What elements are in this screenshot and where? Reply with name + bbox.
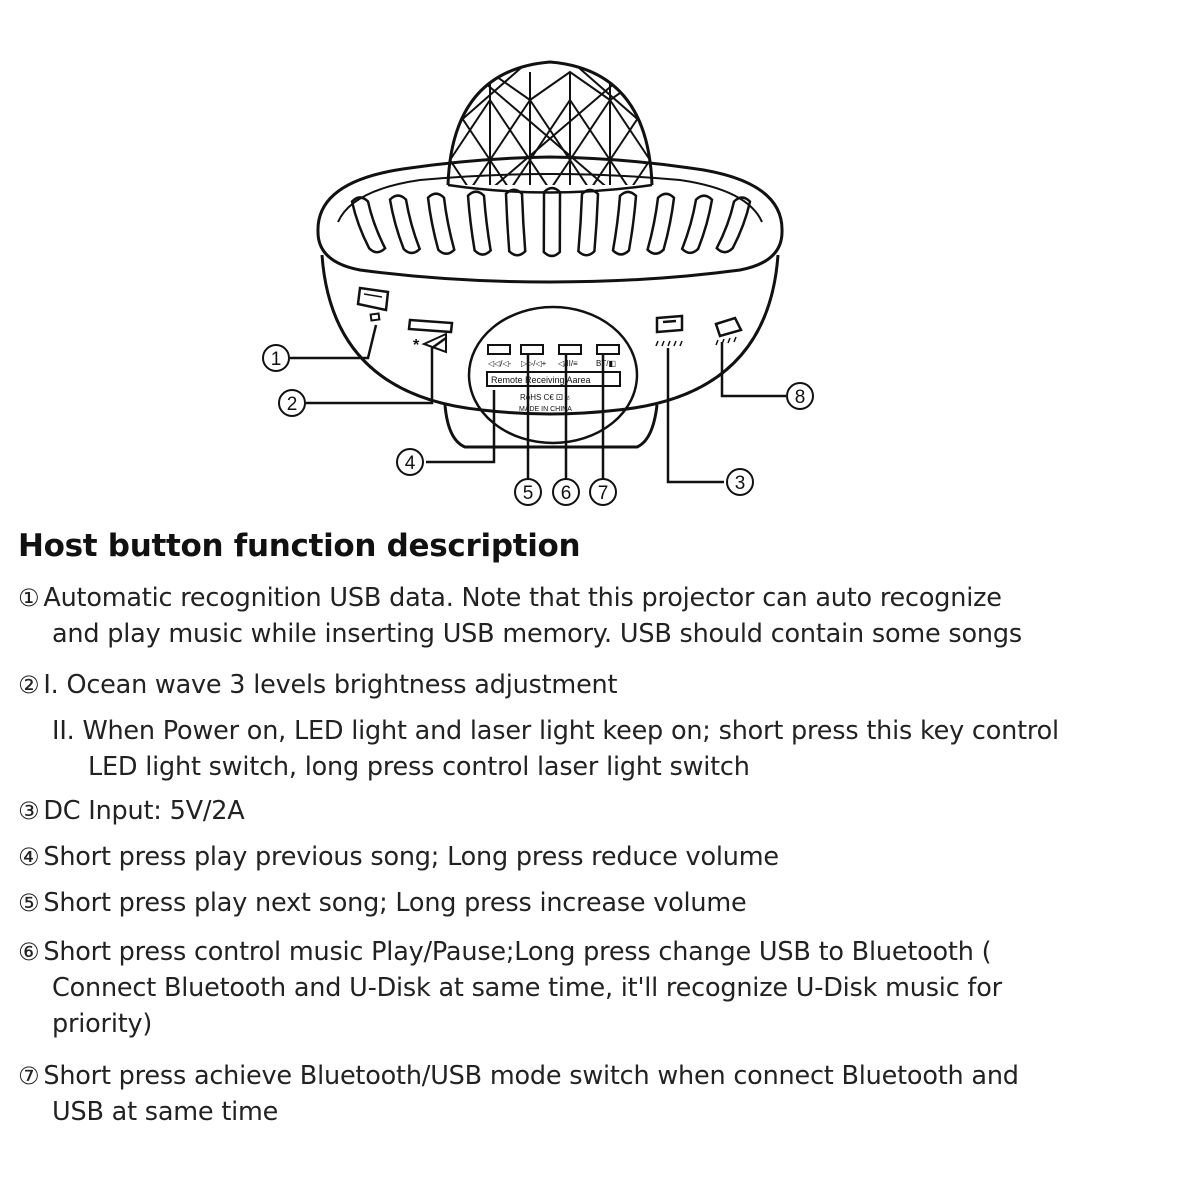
item-text: LED light switch, long press control las… bbox=[88, 752, 750, 782]
vent-slot bbox=[350, 196, 387, 254]
upper-ring bbox=[316, 155, 784, 284]
brightness-button-2 bbox=[407, 318, 454, 334]
vent-slot bbox=[577, 188, 600, 257]
vent-slot bbox=[680, 194, 714, 255]
vent-slot bbox=[646, 192, 676, 255]
item-number: ⑦ bbox=[18, 1062, 40, 1090]
item-number: ② bbox=[18, 671, 40, 699]
section-heading: Host button function description bbox=[18, 528, 581, 564]
item-6-line-3: priority) bbox=[52, 1009, 152, 1039]
lower-bowl bbox=[320, 254, 780, 416]
control-panel bbox=[467, 305, 639, 445]
vent-slot bbox=[611, 190, 638, 256]
callout-1: 1 bbox=[262, 344, 290, 372]
item-text: DC Input: 5V/2A bbox=[43, 796, 245, 826]
callout-8: 8 bbox=[786, 382, 814, 410]
callout-number: 2 bbox=[287, 394, 298, 415]
receiver-window bbox=[486, 371, 621, 387]
btn-label-mode: BT/◧ bbox=[596, 359, 616, 368]
btn-label-next: ▷▷/◁+ bbox=[521, 359, 547, 368]
item-text: priority) bbox=[52, 1009, 153, 1039]
vent-slot bbox=[426, 192, 456, 255]
item-text: Short press play previous song; Long pre… bbox=[43, 842, 779, 872]
mode-button-7 bbox=[596, 344, 620, 355]
prev-button-4 bbox=[487, 344, 511, 355]
origin-label: MADE IN CHINA bbox=[519, 406, 572, 413]
vent-slot bbox=[388, 194, 422, 255]
cert-marks: RoHS C€ ⚀ ♁ bbox=[520, 393, 571, 402]
callout-number: 1 bbox=[271, 349, 282, 370]
item-text: Short press achieve Bluetooth/USB mode s… bbox=[43, 1061, 1019, 1091]
projector-diagram: * ◁◁/◁- ▷▷/◁+ ◁/II/≡ BT/◧ Remote Receivi… bbox=[262, 60, 814, 506]
item-text: Short press control music Play/Pause;Lon… bbox=[43, 937, 992, 967]
callout-4: 4 bbox=[396, 448, 424, 476]
vent-slot bbox=[542, 186, 562, 258]
item-number: ⑤ bbox=[18, 889, 40, 917]
btn-label-prev: ◁◁/◁- bbox=[488, 359, 512, 368]
item-text: II. When Power on, LED light and laser l… bbox=[52, 716, 1059, 746]
item-6-line-2: Connect Bluetooth and U-Disk at same tim… bbox=[52, 973, 1002, 1003]
dc-input-3 bbox=[655, 314, 684, 334]
item-1-line-2: and play music while inserting USB memor… bbox=[52, 619, 1022, 649]
item-7-line-2: USB at same time bbox=[52, 1097, 278, 1127]
base-pedestal bbox=[443, 404, 659, 449]
item-number: ④ bbox=[18, 843, 40, 871]
callout-7: 7 bbox=[589, 478, 617, 506]
usb-port-1 bbox=[356, 286, 390, 312]
callout-2: 2 bbox=[278, 389, 306, 417]
callout-number: 3 bbox=[735, 473, 746, 494]
callout-number: 4 bbox=[405, 453, 416, 474]
callout-3: 3 bbox=[726, 468, 754, 496]
item-text: USB at same time bbox=[52, 1097, 279, 1127]
vent-slot bbox=[466, 190, 493, 256]
brightness-star-icon: * bbox=[413, 337, 420, 354]
receiver-label: Remote Receiving Aarea bbox=[491, 375, 591, 385]
next-button-5 bbox=[520, 344, 544, 355]
item-text: Automatic recognition USB data. Note tha… bbox=[43, 583, 1002, 613]
callout-number: 5 bbox=[523, 483, 534, 504]
vent-ticks bbox=[655, 336, 737, 347]
callout-6: 6 bbox=[552, 478, 580, 506]
callout-number: 8 bbox=[795, 387, 806, 408]
item-2-line-2: II. When Power on, LED light and laser l… bbox=[52, 716, 1059, 746]
leader-lines bbox=[290, 324, 786, 484]
item-text: I. Ocean wave 3 levels brightness adjust… bbox=[43, 670, 618, 700]
item-text: Connect Bluetooth and U-Disk at same tim… bbox=[52, 973, 1002, 1003]
item-number: ③ bbox=[18, 797, 40, 825]
callout-5: 5 bbox=[514, 478, 542, 506]
callout-number: 6 bbox=[561, 483, 572, 504]
item-2-line-3: LED light switch, long press control las… bbox=[88, 752, 750, 782]
port-8 bbox=[714, 316, 743, 338]
item-text: Short press play next song; Long press i… bbox=[43, 888, 747, 918]
play-pause-button-6 bbox=[558, 344, 582, 355]
item-text: and play music while inserting USB memor… bbox=[52, 619, 1022, 649]
dome-facets bbox=[449, 62, 651, 185]
crystal-dome bbox=[446, 60, 654, 186]
vent-slot bbox=[504, 188, 527, 257]
callout-number: 7 bbox=[598, 483, 609, 504]
item-number: ① bbox=[18, 584, 40, 612]
btn-label-play: ◁/II/≡ bbox=[558, 359, 578, 368]
ring-vents bbox=[350, 186, 752, 258]
item-number: ⑥ bbox=[18, 938, 40, 966]
vent-slot bbox=[715, 196, 752, 254]
